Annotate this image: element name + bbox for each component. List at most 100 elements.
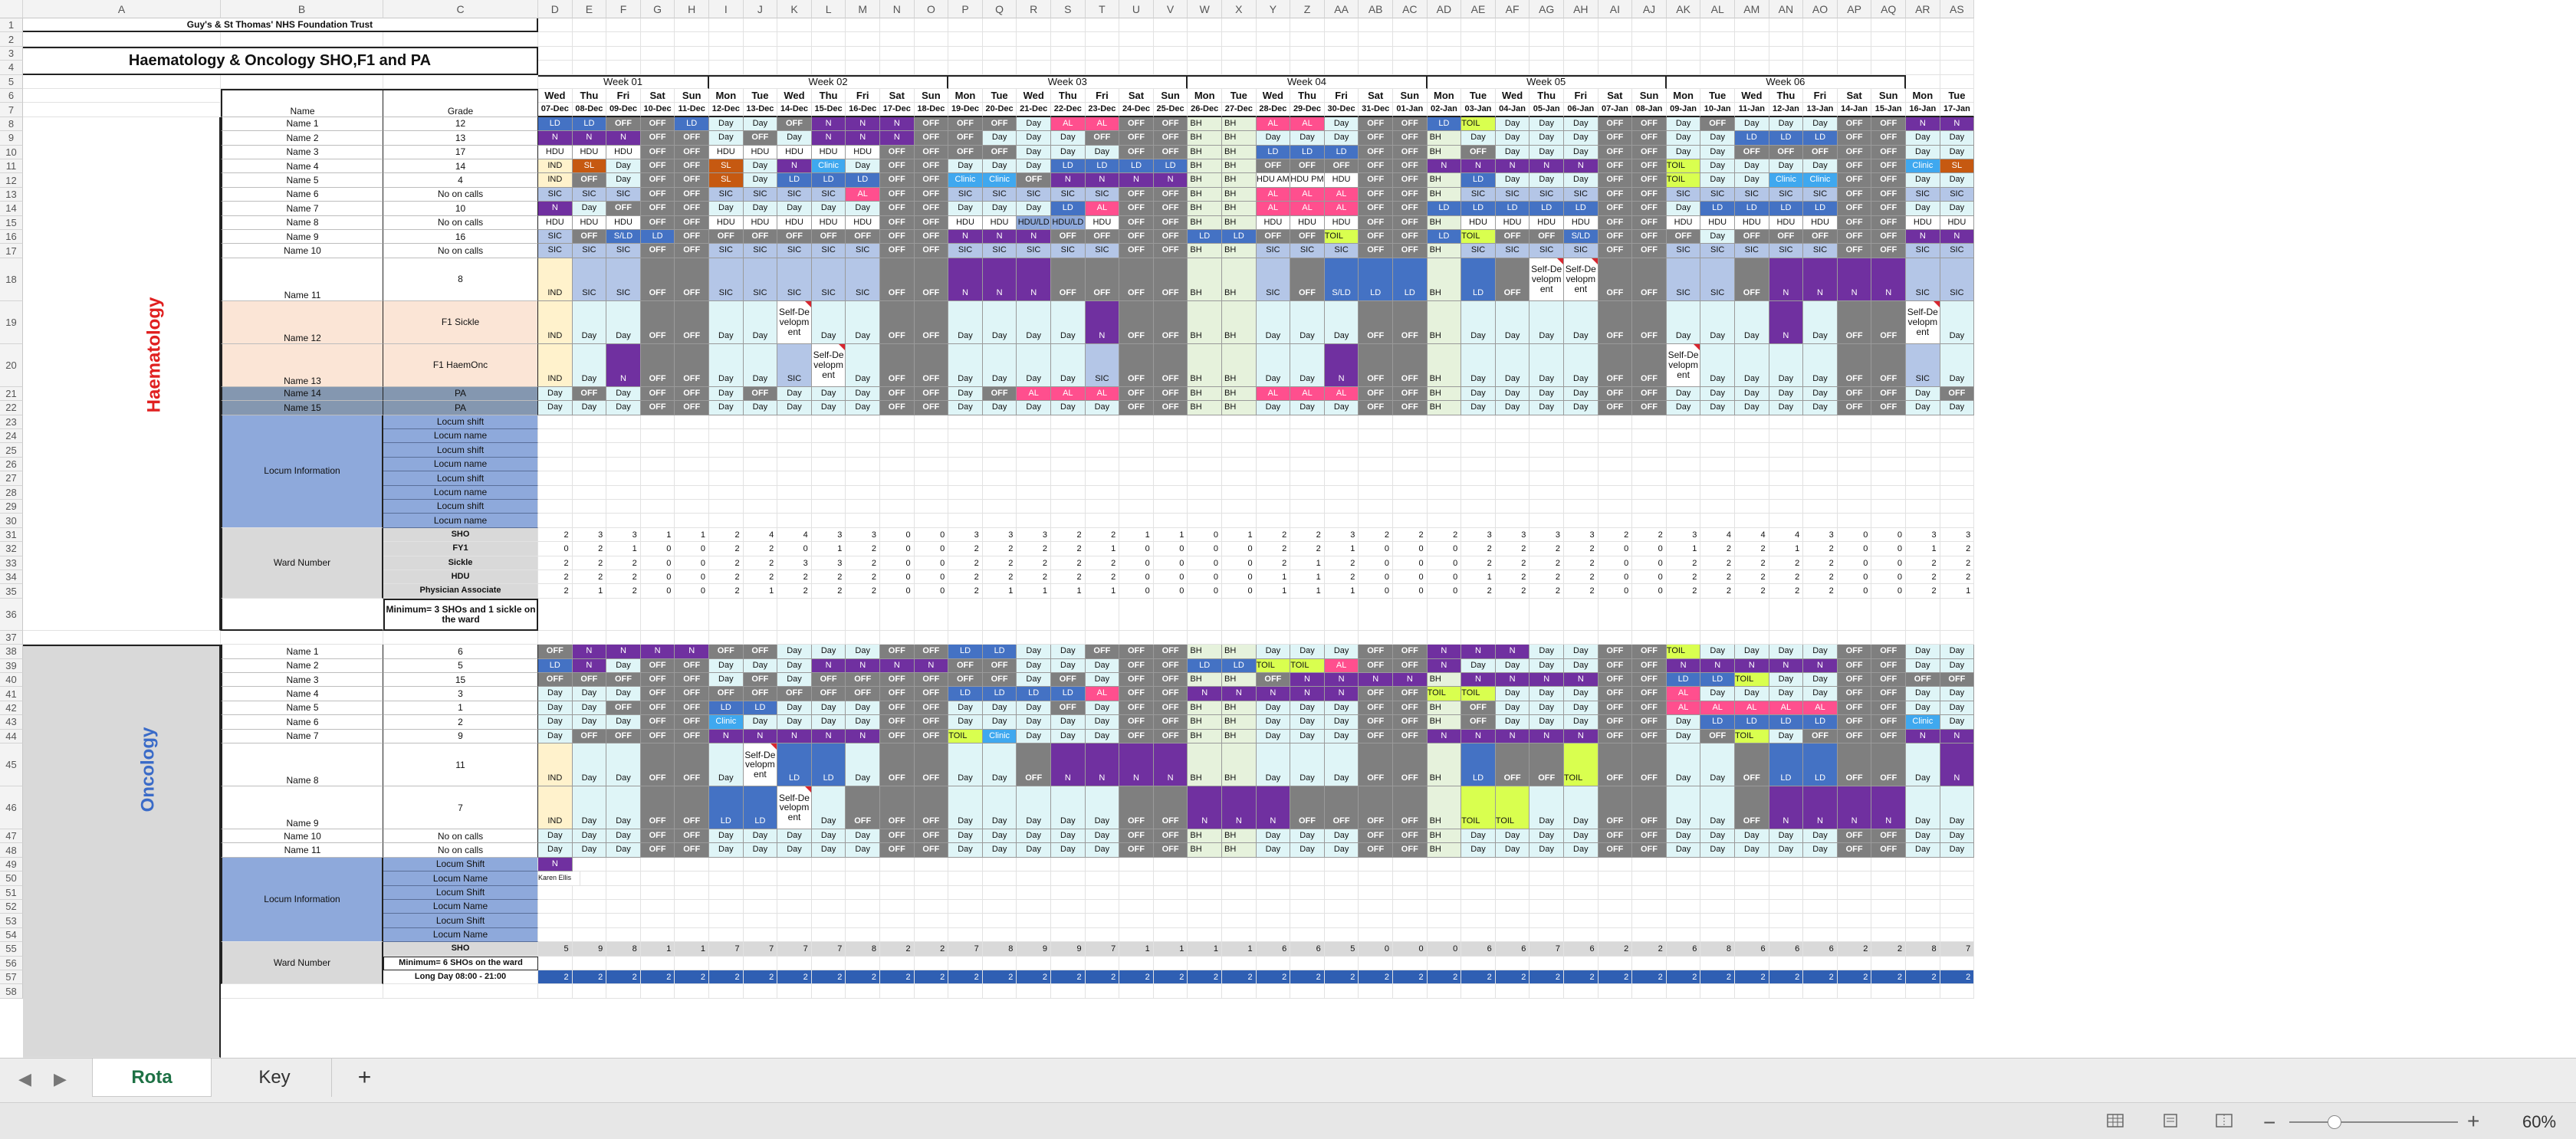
shift-cell[interactable]: OFF xyxy=(709,687,744,701)
shift-cell[interactable]: Day xyxy=(1564,173,1598,188)
shift-cell[interactable]: N xyxy=(846,117,880,132)
column-header[interactable]: O xyxy=(914,0,949,18)
shift-cell[interactable]: Day xyxy=(572,687,607,701)
shift-cell[interactable]: N xyxy=(1461,159,1496,174)
shift-cell[interactable]: Day xyxy=(1530,658,1564,673)
shift-cell[interactable]: SIC xyxy=(1495,244,1530,258)
shift-cell[interactable]: OFF xyxy=(1632,258,1667,301)
shift-cell[interactable]: OFF xyxy=(640,173,675,188)
grid-cell[interactable] xyxy=(811,500,846,514)
shift-cell[interactable]: OFF xyxy=(1632,343,1667,387)
grid-cell[interactable] xyxy=(1564,443,1598,458)
shift-cell[interactable]: OFF xyxy=(1871,658,1906,673)
grid-cell[interactable] xyxy=(1735,415,1769,429)
shift-cell[interactable]: Day xyxy=(1017,117,1051,132)
shift-cell[interactable]: OFF xyxy=(1393,701,1428,716)
grid-cell[interactable] xyxy=(1119,471,1154,486)
shift-cell[interactable]: Day xyxy=(948,386,983,402)
grid-cell[interactable] xyxy=(538,443,573,458)
shift-cell[interactable]: LD xyxy=(1119,159,1154,174)
grid-cell[interactable] xyxy=(1803,32,1838,47)
grid-cell[interactable] xyxy=(846,61,880,75)
shift-cell[interactable]: OFF xyxy=(1290,230,1325,245)
grid-cell[interactable] xyxy=(1666,61,1701,75)
shift-cell[interactable]: N xyxy=(1906,230,1940,245)
shift-cell[interactable]: BH xyxy=(1427,300,1462,344)
grid-cell[interactable] xyxy=(811,914,846,928)
grid-cell[interactable] xyxy=(1495,598,1530,631)
shift-cell[interactable]: Day xyxy=(1324,701,1359,716)
shift-cell[interactable]: OFF xyxy=(538,645,573,659)
shift-cell[interactable]: OFF xyxy=(1119,715,1154,730)
grid-cell[interactable] xyxy=(1461,857,1496,872)
shift-cell[interactable]: Day xyxy=(1017,701,1051,716)
shift-cell[interactable]: HDU xyxy=(1803,215,1838,230)
grid-cell[interactable] xyxy=(383,32,538,47)
grid-cell[interactable] xyxy=(572,18,607,33)
shift-cell[interactable]: N xyxy=(1564,159,1598,174)
grid-cell[interactable] xyxy=(1188,871,1222,886)
shift-cell[interactable]: HDU xyxy=(743,215,778,230)
grid-cell[interactable] xyxy=(1666,914,1701,928)
grid-cell[interactable] xyxy=(1530,415,1564,429)
grid-cell[interactable] xyxy=(1940,32,1975,47)
grid-cell[interactable] xyxy=(1188,956,1222,970)
shift-cell[interactable]: SIC xyxy=(743,187,778,202)
grid-cell[interactable] xyxy=(1461,914,1496,928)
shift-cell[interactable]: OFF xyxy=(811,673,846,688)
grid-cell[interactable] xyxy=(982,61,1017,75)
shift-cell[interactable]: SIC xyxy=(1530,187,1564,202)
row-header[interactable]: 2 xyxy=(0,32,23,47)
grid-cell[interactable] xyxy=(914,927,949,943)
shift-cell[interactable]: AL xyxy=(1085,202,1120,216)
column-header[interactable]: AQ xyxy=(1871,0,1906,18)
shift-cell[interactable]: OFF xyxy=(1632,173,1667,188)
shift-cell[interactable]: Self-Development xyxy=(777,300,812,344)
shift-cell[interactable]: OFF xyxy=(1632,401,1667,415)
shift-cell[interactable]: Day xyxy=(1324,131,1359,146)
grid-cell[interactable] xyxy=(743,443,778,458)
grid-cell[interactable] xyxy=(1769,457,1804,472)
row-header[interactable]: 20 xyxy=(0,343,23,387)
grid-cell[interactable] xyxy=(1906,857,1940,872)
shift-cell[interactable]: Day xyxy=(811,386,846,402)
shift-cell[interactable]: Clinic xyxy=(1769,173,1804,188)
shift-cell[interactable]: Day xyxy=(1940,645,1975,659)
column-header[interactable]: W xyxy=(1188,0,1222,18)
shift-cell[interactable]: OFF xyxy=(1359,715,1393,730)
select-all-corner[interactable] xyxy=(0,0,23,18)
grid-cell[interactable] xyxy=(1769,900,1804,914)
grid-cell[interactable] xyxy=(1119,457,1154,472)
grid-cell[interactable] xyxy=(709,914,744,928)
grid-cell[interactable] xyxy=(880,598,915,631)
grid-cell[interactable] xyxy=(1769,500,1804,514)
grid-cell[interactable] xyxy=(1769,18,1804,33)
grid-cell[interactable] xyxy=(606,956,641,970)
grid-cell[interactable] xyxy=(1906,471,1940,486)
grid-cell[interactable] xyxy=(1632,956,1667,970)
grid-cell[interactable] xyxy=(1461,598,1496,631)
grid-cell[interactable] xyxy=(1222,984,1257,999)
shift-cell[interactable]: SIC xyxy=(1017,244,1051,258)
grid-cell[interactable] xyxy=(1153,984,1188,999)
grid-cell[interactable] xyxy=(777,61,812,75)
grid-cell[interactable] xyxy=(23,630,221,645)
shift-cell[interactable]: SIC xyxy=(1051,187,1086,202)
grid-cell[interactable] xyxy=(982,630,1017,645)
shift-cell[interactable]: Day xyxy=(572,343,607,387)
column-header[interactable]: AH xyxy=(1564,0,1598,18)
shift-cell[interactable]: AL xyxy=(846,187,880,202)
shift-cell[interactable]: LD xyxy=(538,117,573,132)
grid-cell[interactable] xyxy=(1119,500,1154,514)
grid-cell[interactable] xyxy=(1598,956,1633,970)
grid-cell[interactable] xyxy=(1495,914,1530,928)
shift-cell[interactable]: LD xyxy=(982,645,1017,659)
shift-cell[interactable]: OFF xyxy=(675,729,709,743)
grid-cell[interactable] xyxy=(1461,984,1496,999)
shift-cell[interactable]: Day xyxy=(1256,401,1291,415)
grid-cell[interactable] xyxy=(914,429,949,444)
grid-cell[interactable] xyxy=(1769,415,1804,429)
shift-cell[interactable]: Day xyxy=(1324,300,1359,344)
shift-cell[interactable]: OFF xyxy=(1017,173,1051,188)
grid-cell[interactable] xyxy=(1393,457,1428,472)
